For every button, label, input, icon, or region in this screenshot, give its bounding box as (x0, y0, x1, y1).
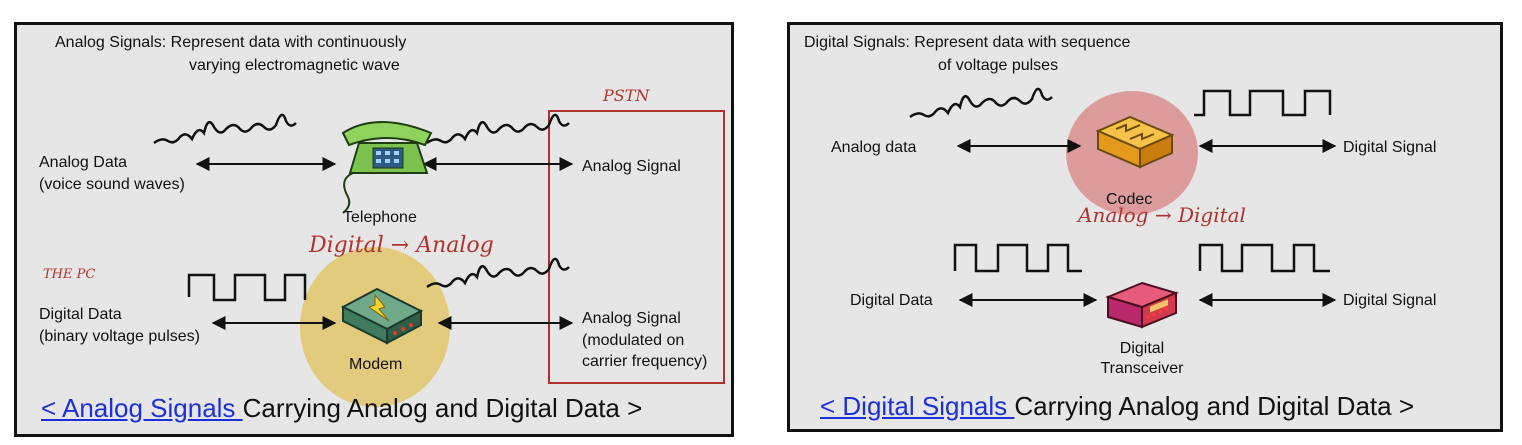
digital-data-sub: (binary voltage pulses) (39, 328, 200, 345)
digital-diagram-graphics (909, 87, 1337, 329)
analog-wave-3 (426, 257, 570, 289)
right-title-line2: of voltage pulses (938, 57, 1059, 74)
digital-signal2-label: Digital Signal (1343, 292, 1437, 309)
transceiver-label-line2: Transceiver (1100, 360, 1184, 377)
left-title-line1: Analog Signals: Represent data with cont… (55, 34, 407, 51)
modem-label: Modem (349, 356, 403, 373)
left-caption-rest: Carrying Analog and Digital Data > (242, 393, 643, 423)
analog-data-label-right: Analog data (831, 139, 917, 156)
analog-to-digital-note: Analog → Digital (1078, 203, 1246, 227)
analog-data-sub: (voice sound waves) (39, 176, 185, 193)
digital-data-label: Digital Data (39, 306, 122, 323)
right-caption-rest: Carrying Analog and Digital Data > (1014, 391, 1415, 421)
left-title-line2: varying electromagnetic wave (189, 57, 400, 74)
digital-pulse-left (187, 273, 307, 302)
analog-wave-input (909, 87, 1053, 119)
digital-signals-panel: Digital Signals: Represent data with seq… (787, 22, 1503, 432)
right-title-line1: Digital Signals: Represent data with seq… (804, 34, 1131, 51)
pstn-note: PSTN (603, 86, 650, 105)
transceiver-icon (1104, 281, 1180, 329)
analog-signal2-sub1: (modulated on (582, 332, 685, 349)
digital-to-analog-note: Digital → Analog (309, 233, 494, 258)
analog-data-label: Analog Data (39, 154, 128, 171)
digital-pulse-top (1194, 89, 1332, 117)
codec-icon (1095, 115, 1175, 169)
digital-signal-label: Digital Signal (1343, 139, 1437, 156)
digital-pulse-bottom-right (1198, 243, 1330, 273)
analog-signals-panel: Analog Signals: Represent data with cont… (14, 22, 734, 437)
pstn-box (548, 110, 725, 384)
codec-label: Codec (1106, 191, 1153, 208)
digital-data-label-right: Digital Data (850, 292, 933, 309)
right-caption: < Digital Signals Carrying Analog and Di… (820, 391, 1414, 422)
transceiver-label-line1: Digital (1119, 340, 1165, 357)
left-caption: < Analog Signals Carrying Analog and Dig… (41, 393, 642, 424)
analog-wave-2 (426, 113, 570, 145)
analog-signals-link[interactable]: < Analog Signals (41, 393, 243, 423)
telephone-icon (341, 121, 433, 214)
telephone-label: Telephone (343, 209, 417, 226)
modem-icon (340, 287, 424, 345)
analog-signal-label: Analog Signal (582, 158, 681, 175)
analog-signal2-sub2: carrier frequency) (582, 353, 708, 370)
analog-diagram-graphics (153, 110, 725, 407)
analog-signal2-label: Analog Signal (582, 310, 681, 327)
analog-wave-1 (153, 113, 297, 145)
digital-signals-link[interactable]: < Digital Signals (820, 391, 1015, 421)
pc-note: THE PC (43, 267, 96, 282)
digital-pulse-bottom-left (953, 243, 1082, 273)
